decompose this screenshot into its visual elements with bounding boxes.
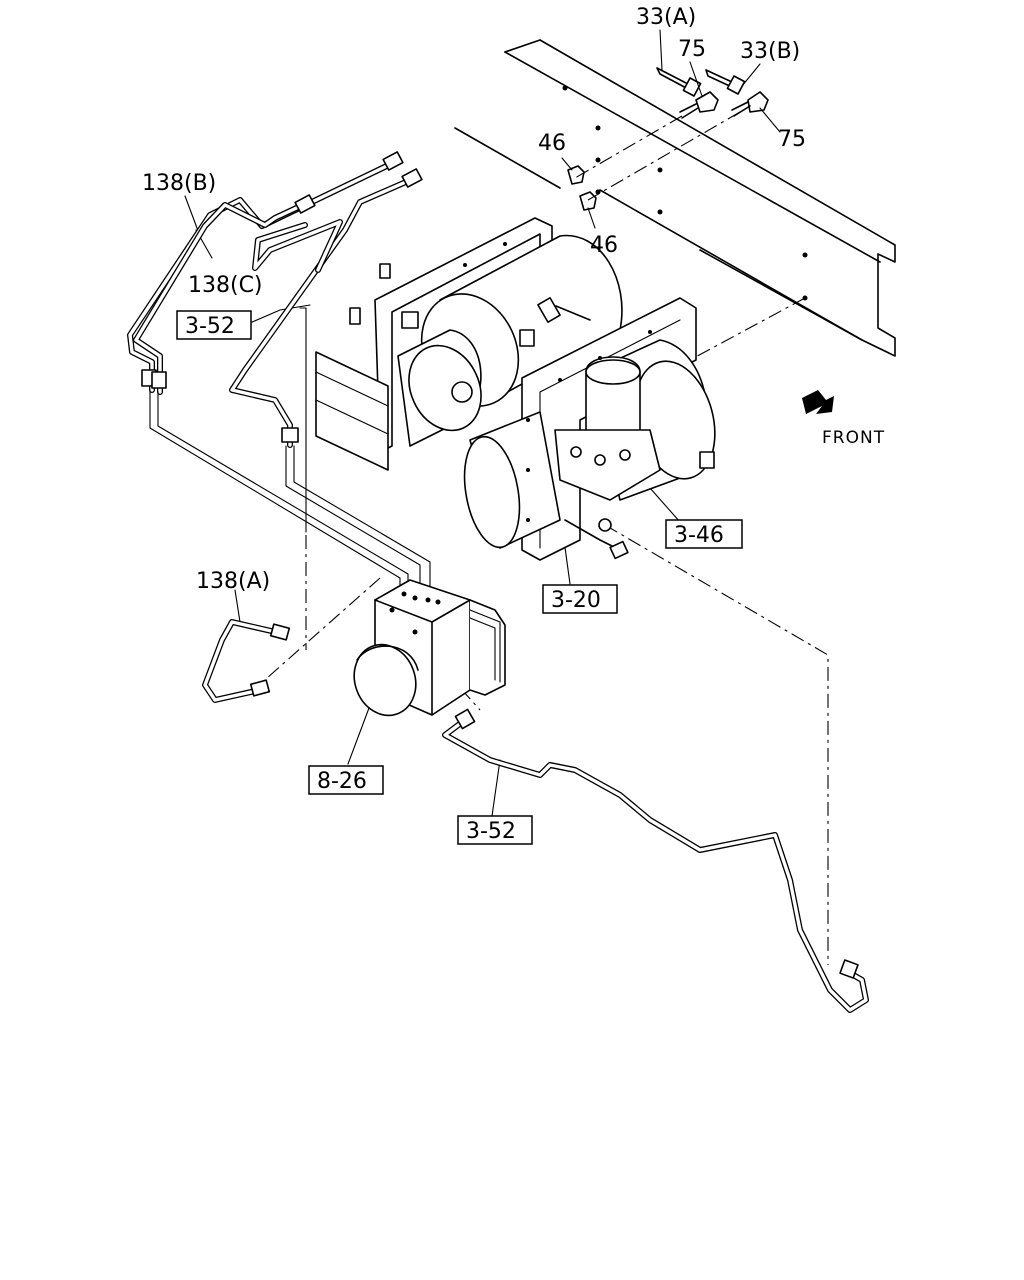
front-direction-indicator: FRONT bbox=[802, 390, 885, 448]
svg-text:3-46: 3-46 bbox=[674, 523, 724, 548]
frame-rail bbox=[454, 39, 896, 357]
part-labels: 33(A) 75 33(B) 75 46 46 138(B) 138(C) 13… bbox=[142, 5, 806, 594]
pipe-352-lower bbox=[442, 708, 869, 1013]
abs-modulator bbox=[353, 579, 506, 717]
pipe-352-upper bbox=[141, 168, 423, 448]
pipe-138a bbox=[202, 619, 291, 703]
label-33a: 33(A) bbox=[636, 5, 696, 30]
label-138c: 138(C) bbox=[188, 273, 263, 298]
nut-46-lower bbox=[579, 191, 597, 211]
label-138a: 138(A) bbox=[196, 569, 270, 594]
nut-75-right bbox=[731, 91, 769, 117]
label-75-top: 75 bbox=[678, 37, 706, 62]
compressor-assembly bbox=[315, 217, 716, 561]
mounting-centerlines bbox=[257, 111, 829, 965]
bolt-33a bbox=[656, 67, 702, 97]
label-138b: 138(B) bbox=[142, 171, 216, 196]
svg-text:8-26: 8-26 bbox=[317, 769, 367, 794]
svg-text:3-20: 3-20 bbox=[551, 588, 601, 613]
ref-box-320[interactable]: 3-20 bbox=[542, 584, 618, 614]
nut-75-top bbox=[679, 91, 719, 119]
nut-46-upper bbox=[567, 165, 585, 185]
ref-box-352-bottom[interactable]: 3-52 bbox=[457, 815, 533, 845]
front-arrow-icon bbox=[802, 390, 834, 414]
svg-text:3-52: 3-52 bbox=[466, 819, 516, 844]
label-75-right: 75 bbox=[778, 127, 806, 152]
ref-box-826[interactable]: 8-26 bbox=[308, 765, 384, 795]
ref-box-352-left[interactable]: 3-52 bbox=[176, 310, 252, 340]
bolt-33b bbox=[705, 69, 746, 95]
front-label: FRONT bbox=[822, 428, 885, 448]
label-46-top: 46 bbox=[538, 131, 566, 156]
svg-text:3-52: 3-52 bbox=[185, 314, 235, 339]
label-46-bottom: 46 bbox=[590, 233, 618, 258]
ref-box-346[interactable]: 3-46 bbox=[665, 519, 743, 549]
label-33b: 33(B) bbox=[740, 39, 800, 64]
pipe-138c bbox=[133, 194, 316, 395]
